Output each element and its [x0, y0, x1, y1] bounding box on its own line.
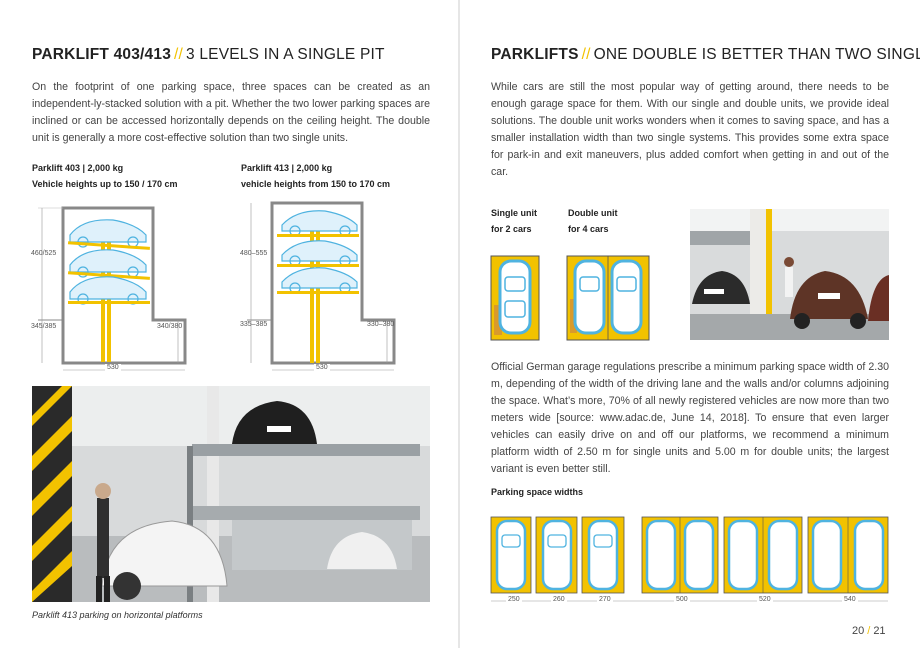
garage-photo-right: [690, 209, 889, 340]
width-label-520: 520: [757, 596, 773, 603]
car-side-icon-3: [69, 276, 147, 305]
photo-caption: Parklift 413 parking on horizontal platf…: [32, 610, 203, 620]
widths-title: Parking space widths: [491, 487, 584, 497]
width-label-540: 540: [842, 596, 858, 603]
right-title: PARKLIFTS//ONE DOUBLE IS BETTER THAN TWO…: [491, 46, 920, 63]
diagram2-dim-right: 330–380: [367, 321, 395, 328]
car-top-icon-single: [498, 259, 532, 335]
diagram2-caption: Parklift 413 | 2,000 kg vehicle heights …: [241, 163, 391, 189]
diagram1-dim-upper: 460/525: [31, 250, 57, 257]
left-title: PARKLIFT 403/413//3 LEVELS IN A SINGLE P…: [32, 46, 385, 63]
parklift-413-diagram: [247, 201, 396, 371]
left-page: PARKLIFT 403/413//3 LEVELS IN A SINGLE P…: [0, 0, 458, 648]
width-label-500: 500: [674, 596, 690, 603]
width-plan-250: [490, 516, 532, 594]
parklift-403-diagram: [38, 206, 187, 371]
regulations-text: Official German garage regulations presc…: [491, 361, 889, 475]
width-plan-260: [535, 516, 578, 594]
diagram1-dim-right: 340/380: [157, 323, 183, 330]
left-intro: On the footprint of one parking space, t…: [32, 81, 430, 144]
width-plan-500: [641, 516, 719, 594]
car-top-icon-double-1: [573, 259, 606, 335]
width-plan-520: [723, 516, 803, 594]
diagram2-dim-upper: 480–555: [240, 250, 268, 257]
diagram2-dim-left: 335–385: [240, 321, 268, 328]
width-label-260: 260: [551, 596, 567, 603]
single-unit-plan: [490, 255, 540, 341]
right-intro: While cars are still the most popular wa…: [491, 81, 889, 178]
width-label-270: 270: [597, 596, 613, 603]
diagram1-dim-width: 530: [105, 364, 121, 371]
car-top-icon-double-2: [610, 259, 643, 335]
diagram1-dim-left: 345/385: [31, 323, 57, 330]
double-unit-plan: [566, 255, 650, 341]
width-label-250: 250: [506, 596, 522, 603]
car-side-icon-4: [281, 210, 358, 237]
right-page: PARKLIFTS//ONE DOUBLE IS BETTER THAN TWO…: [460, 0, 920, 648]
garage-photo-left: [32, 386, 430, 602]
parking-widths-diagram: [490, 516, 889, 602]
double-unit-caption: Double unit for 4 cars: [568, 208, 618, 234]
diagram2-dim-width: 530: [314, 364, 330, 371]
page-gutter: [458, 0, 460, 648]
page-numbers: 20/21: [852, 625, 886, 637]
single-unit-caption: Single unit for 2 cars: [491, 208, 537, 234]
width-plan-270: [581, 516, 625, 594]
width-plan-540: [807, 516, 889, 594]
diagram1-caption: Parklift 403 | 2,000 kg Vehicle heights …: [32, 163, 178, 189]
